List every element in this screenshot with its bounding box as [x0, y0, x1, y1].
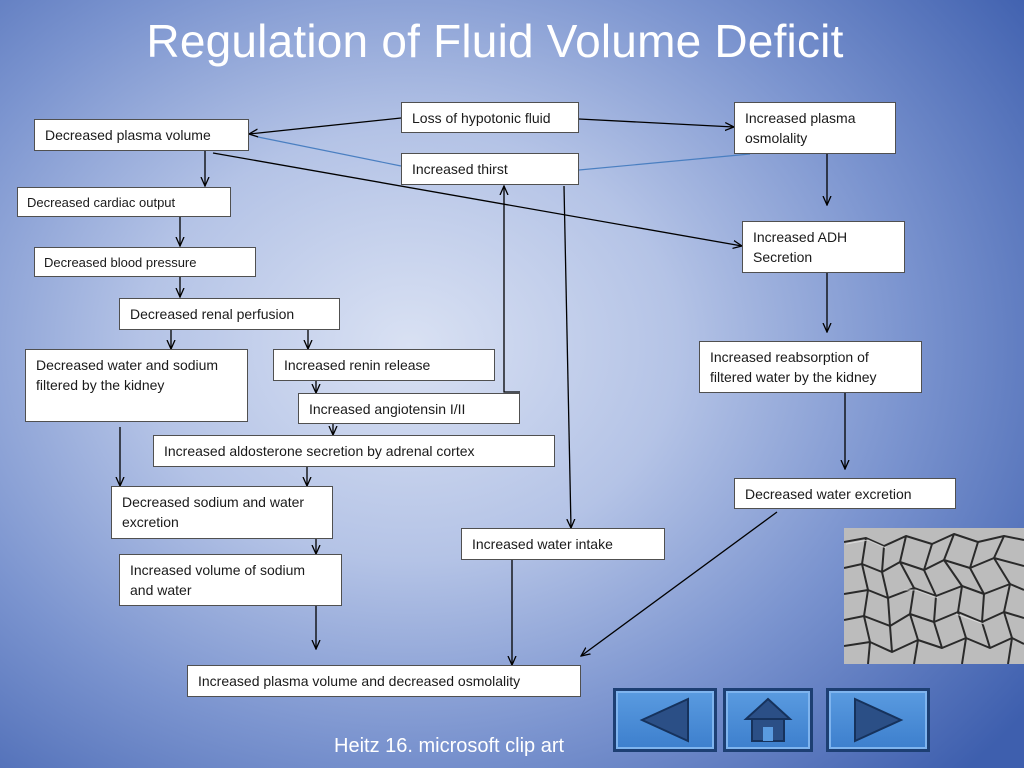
node-increased-angiotensin: Increased angiotensin I/II [298, 393, 520, 424]
next-slide-button[interactable] [826, 688, 930, 752]
node-decreased-renal-perfusion: Decreased renal perfusion [119, 298, 340, 330]
connector-thirst-to-osmolality [578, 153, 751, 171]
arrow-plasma-volume-to-adh [212, 152, 742, 246]
node-increased-adh-secretion: Increased ADH Secretion [742, 221, 905, 273]
arrow-left-icon [639, 697, 689, 743]
arrow-loss-to-plasma-volume [249, 117, 402, 134]
cracked-earth-image [843, 528, 1024, 665]
node-loss-of-hypotonic-fluid: Loss of hypotonic fluid [401, 102, 579, 133]
node-decreased-sodium-water-excretion: Decreased sodium and water excretion [111, 486, 333, 539]
home-button[interactable] [723, 688, 813, 752]
node-increased-plasma-osmolality: Increased plasma osmolality [734, 102, 896, 154]
node-increased-aldosterone: Increased aldosterone secretion by adren… [153, 435, 555, 467]
arrow-loss-to-osmolality [578, 118, 734, 127]
home-icon [743, 697, 793, 742]
connector-thirst-to-plasma-volume [257, 136, 402, 167]
slide-footer-credit: Heitz 16. microsoft clip art [334, 735, 565, 757]
node-increased-reabsorption: Increased reabsorption of filtered water… [699, 341, 922, 393]
node-decreased-water-excretion: Decreased water excretion [734, 478, 956, 509]
node-decreased-blood-pressure: Decreased blood pressure [34, 247, 256, 277]
node-increased-water-intake: Increased water intake [461, 528, 665, 560]
node-increased-volume-sodium-water: Increased volume of sodium and water [119, 554, 342, 606]
arrow-water-excretion-to-final [581, 511, 778, 656]
slide-title: Regulation of Fluid Volume Deficit [146, 15, 844, 67]
arrow-angiotensin-to-thirst [504, 186, 520, 393]
previous-slide-button[interactable] [613, 688, 717, 752]
node-decreased-cardiac-output: Decreased cardiac output [17, 187, 231, 217]
node-increased-thirst: Increased thirst [401, 153, 579, 185]
node-increased-plasma-volume-decreased-osmolality: Increased plasma volume and decreased os… [187, 665, 581, 697]
arrow-thirst-to-water-intake [563, 185, 571, 528]
node-decreased-plasma-volume: Decreased plasma volume [34, 119, 249, 151]
node-decreased-water-sodium-filtered: Decreased water and sodium filtered by t… [25, 349, 248, 422]
arrow-right-icon [854, 697, 904, 743]
node-increased-renin-release: Increased renin release [273, 349, 495, 381]
